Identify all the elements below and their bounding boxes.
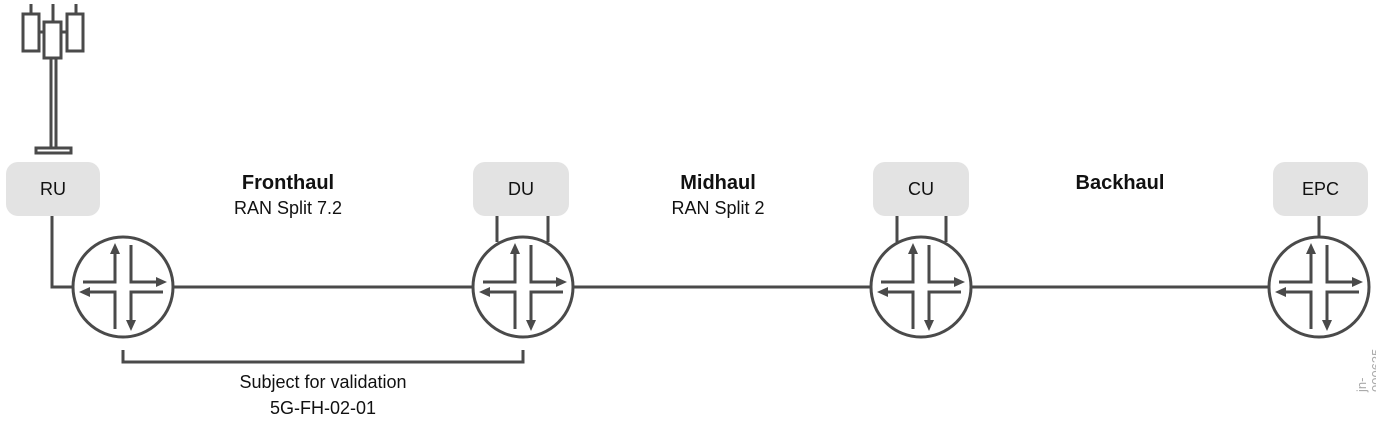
midhaul-title: Midhaul (680, 172, 756, 194)
router-icon-ru (71, 235, 175, 339)
node-epc-label: EPC (1301, 178, 1339, 199)
midhaul-subtitle: RAN Split 2 (671, 198, 765, 218)
node-ru-label: RU (40, 178, 66, 199)
links (50, 216, 1321, 289)
router-icon-du (471, 235, 575, 339)
watermark: jn-000635 (1354, 349, 1376, 392)
fronthaul-title: Fronthaul (241, 172, 335, 194)
node-du: DU (473, 162, 569, 216)
validation-bracket (121, 350, 525, 364)
validation-label: Subject for validation (239, 372, 407, 392)
node-cu: CU (873, 162, 969, 216)
fronthaul-subtitle: RAN Split 7.2 (233, 198, 343, 218)
cell-tower-icon (21, 4, 85, 155)
router-icon-epc (1267, 235, 1371, 339)
backhaul-title: Backhaul (1075, 172, 1165, 194)
router-icon-cu (869, 235, 973, 339)
node-epc: EPC (1273, 162, 1368, 216)
node-du-label: DU (508, 178, 534, 199)
node-ru: RU (6, 162, 100, 216)
node-cu-label: CU (908, 178, 934, 199)
validation-id: 5G-FH-02-01 (269, 398, 377, 418)
